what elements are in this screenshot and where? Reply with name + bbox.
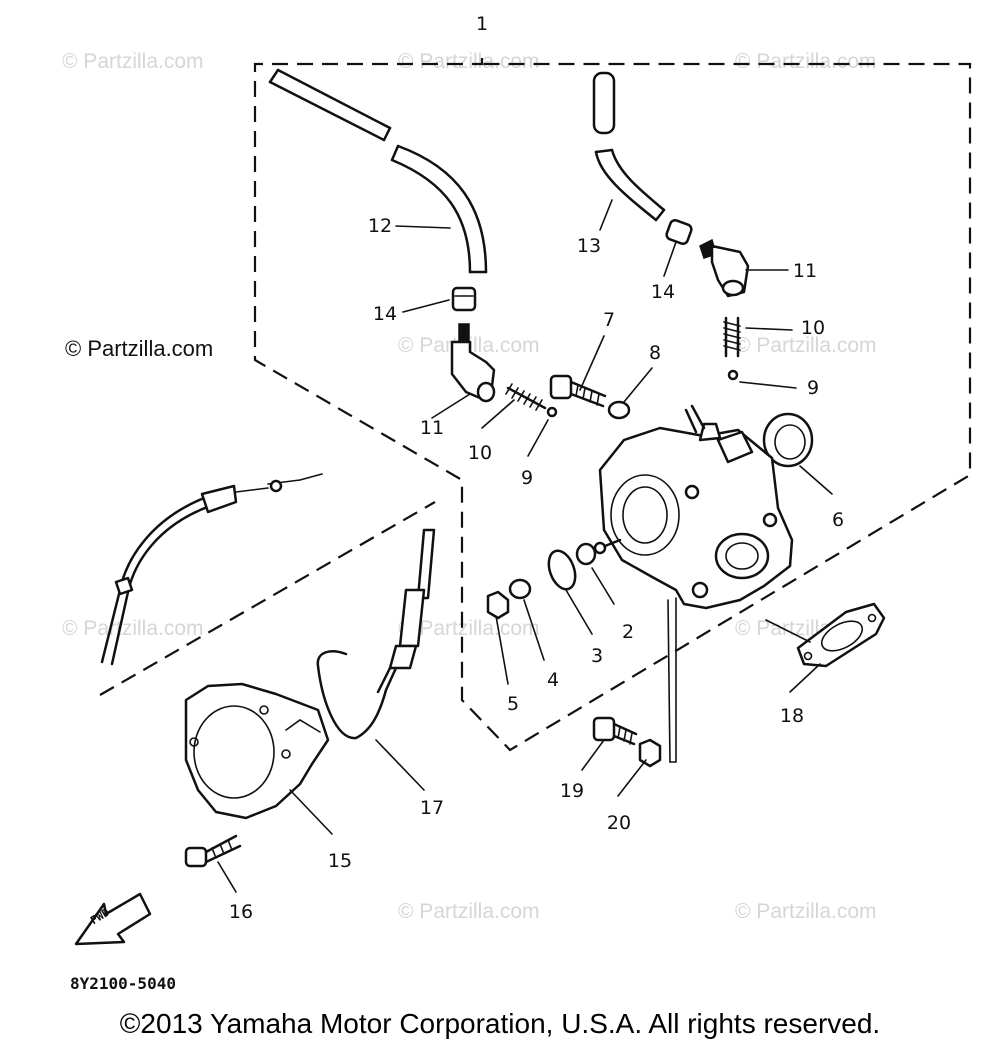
ball-9-right <box>727 369 739 381</box>
watermark: © Partzilla.com <box>62 50 204 73</box>
ball-9-left <box>546 406 558 418</box>
callout-13: 13 <box>576 235 602 257</box>
watermark: © Partzilla.com <box>398 617 540 640</box>
callout-10-right: 10 <box>800 317 826 339</box>
fitting-11-left <box>450 323 496 403</box>
callout-6: 6 <box>831 509 845 531</box>
copyright-notice: ©2013 Yamaha Motor Corporation, U.S.A. A… <box>119 1008 881 1039</box>
watermark: © Partzilla.com <box>398 50 540 73</box>
assembly-boundary <box>253 58 972 752</box>
callout-14-right: 14 <box>650 281 676 303</box>
callout-12: 12 <box>367 215 393 237</box>
front-arrow-icon <box>74 892 152 946</box>
callout-8: 8 <box>648 342 662 364</box>
callout-20: 20 <box>606 812 632 834</box>
nut-20 <box>638 738 662 768</box>
callout-19: 19 <box>559 780 585 802</box>
washer-8 <box>607 400 631 420</box>
throttle-cable <box>100 473 323 666</box>
spring-10-right <box>723 316 741 358</box>
callout-10-left: 10 <box>467 442 493 464</box>
spring-10-left <box>505 383 547 411</box>
oil-pump-body <box>593 404 794 763</box>
callout-2: 2 <box>621 621 635 643</box>
leader-lines <box>217 199 833 893</box>
nut-5 <box>486 590 510 620</box>
bolt-7 <box>549 374 607 408</box>
watermark: © Partzilla.com <box>735 50 877 73</box>
watermark-strong: © Partzilla.com <box>65 336 214 361</box>
watermark: © Partzilla.com <box>735 900 877 923</box>
bolt-16 <box>184 834 242 868</box>
watermark: © Partzilla.com <box>62 617 204 640</box>
callout-14-left: 14 <box>372 303 398 325</box>
callout-4: 4 <box>546 669 560 691</box>
washer-2 <box>575 542 597 566</box>
callout-11-right: 11 <box>792 260 818 282</box>
bolt-19 <box>592 716 638 746</box>
gasket-18 <box>796 602 886 668</box>
clip-14-left <box>451 286 477 312</box>
callout-3: 3 <box>590 645 604 667</box>
callout-11-left: 11 <box>419 417 445 439</box>
hose-12 <box>268 68 488 274</box>
callout-9-left: 9 <box>520 467 534 489</box>
callout-17: 17 <box>419 797 445 819</box>
hose-13 <box>592 71 666 222</box>
pump-cover-15 <box>184 682 330 820</box>
plate-3 <box>547 549 577 591</box>
oil-seal-6 <box>762 412 814 468</box>
pump-cable-17 <box>316 528 436 740</box>
callout-15: 15 <box>327 850 353 872</box>
watermark: © Partzilla.com <box>735 334 877 357</box>
callout-16: 16 <box>228 901 254 923</box>
callout-5: 5 <box>506 693 520 715</box>
watermark: © Partzilla.com <box>398 900 540 923</box>
callout-7: 7 <box>602 309 616 331</box>
callout-1: 1 <box>475 13 489 35</box>
clip-14-right <box>665 218 693 246</box>
fitting-11-right <box>699 238 750 298</box>
diagram-code: 8Y2100-5040 <box>70 974 176 993</box>
callout-9-right: 9 <box>806 377 820 399</box>
callout-18: 18 <box>779 705 805 727</box>
cable-boundary <box>99 501 436 696</box>
washer-4 <box>508 578 532 600</box>
